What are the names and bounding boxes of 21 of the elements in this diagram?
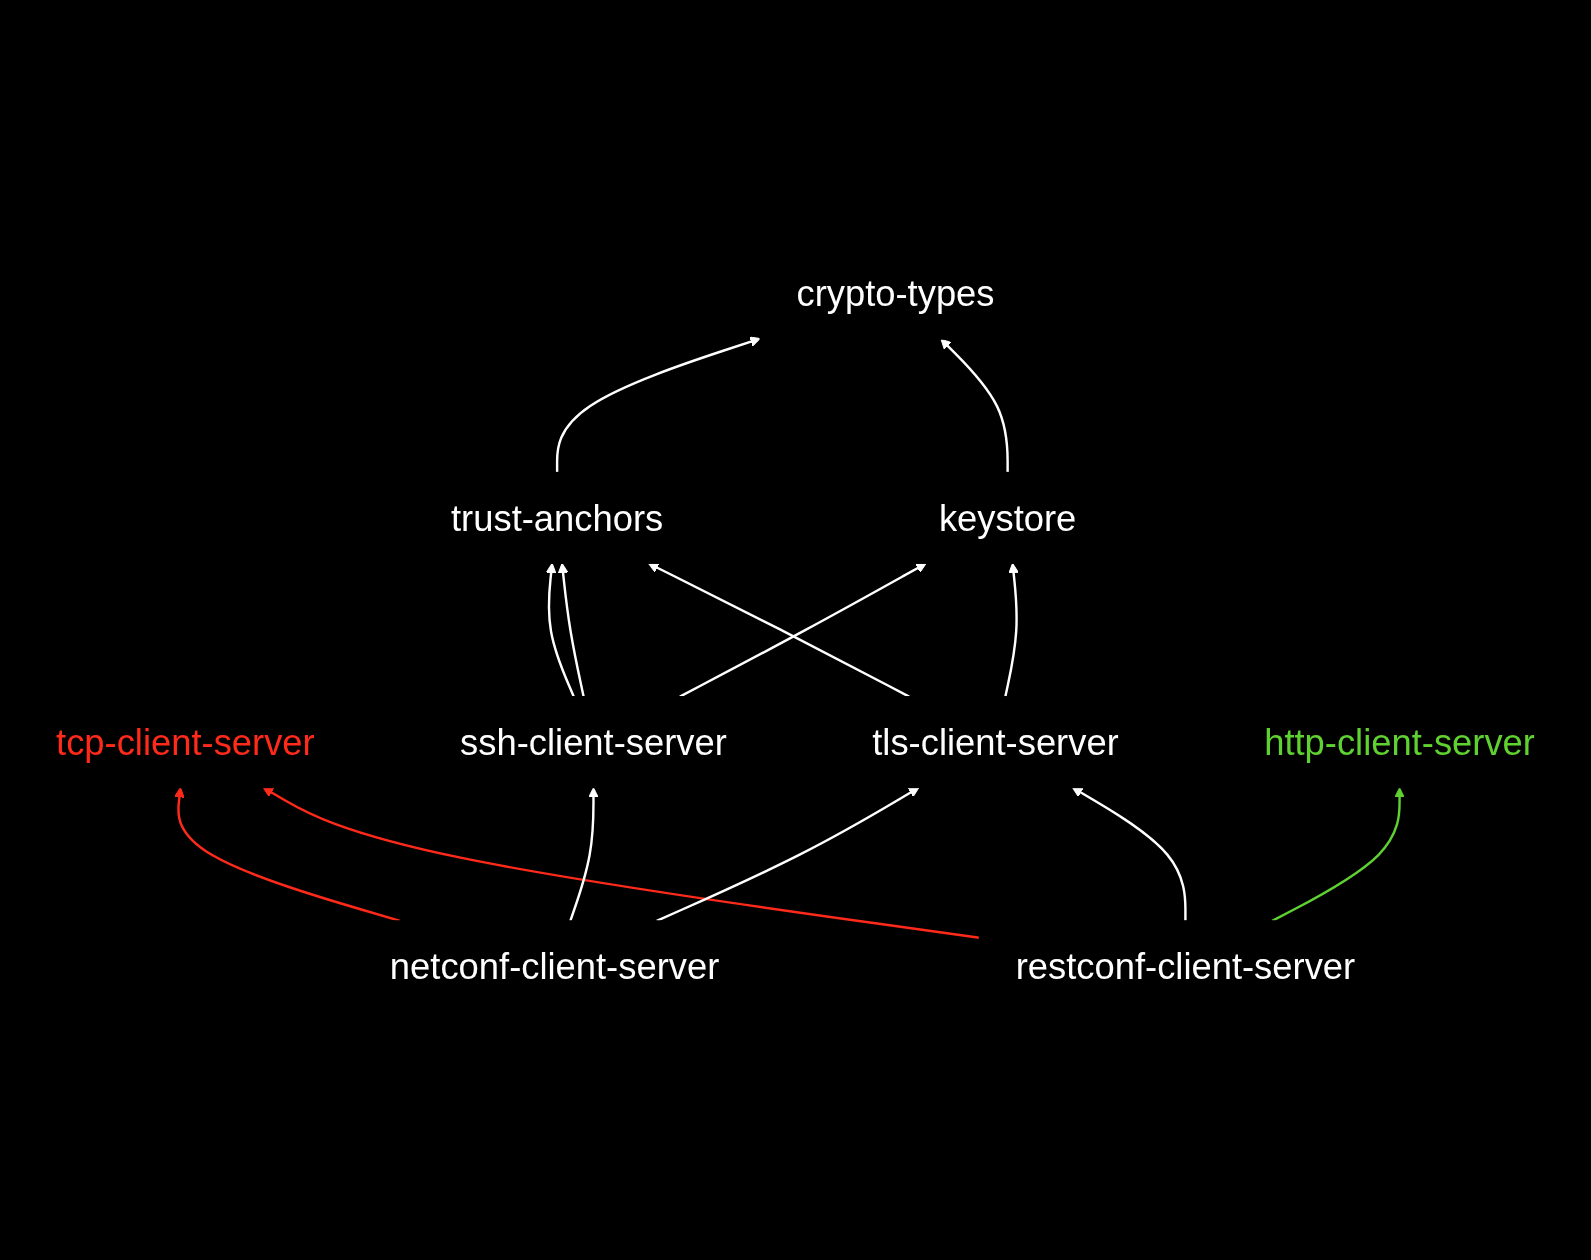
node-text: tls-client-server (872, 722, 1119, 763)
arrow (679, 562, 927, 698)
arrow (1004, 562, 1019, 697)
arrow (1072, 787, 1187, 921)
arrow (940, 338, 1009, 473)
arrow (545, 562, 575, 698)
node-text: ssh-client-server (460, 722, 727, 763)
node-text: crypto-types (796, 273, 995, 314)
arrow (656, 787, 920, 922)
node-text: restconf-client-server (1015, 946, 1356, 987)
node-text: http-client-server (1264, 722, 1535, 763)
node-text: tcp-client-server (56, 722, 315, 763)
node-text: netconf-client-server (389, 946, 720, 987)
arrow (555, 336, 761, 473)
node-text: trust-anchors (451, 497, 664, 538)
arrow (647, 562, 910, 698)
arrow (569, 787, 599, 922)
arrow (1271, 787, 1405, 922)
arrow (262, 787, 980, 939)
node-text: keystore (938, 497, 1077, 538)
arrow (557, 562, 585, 697)
